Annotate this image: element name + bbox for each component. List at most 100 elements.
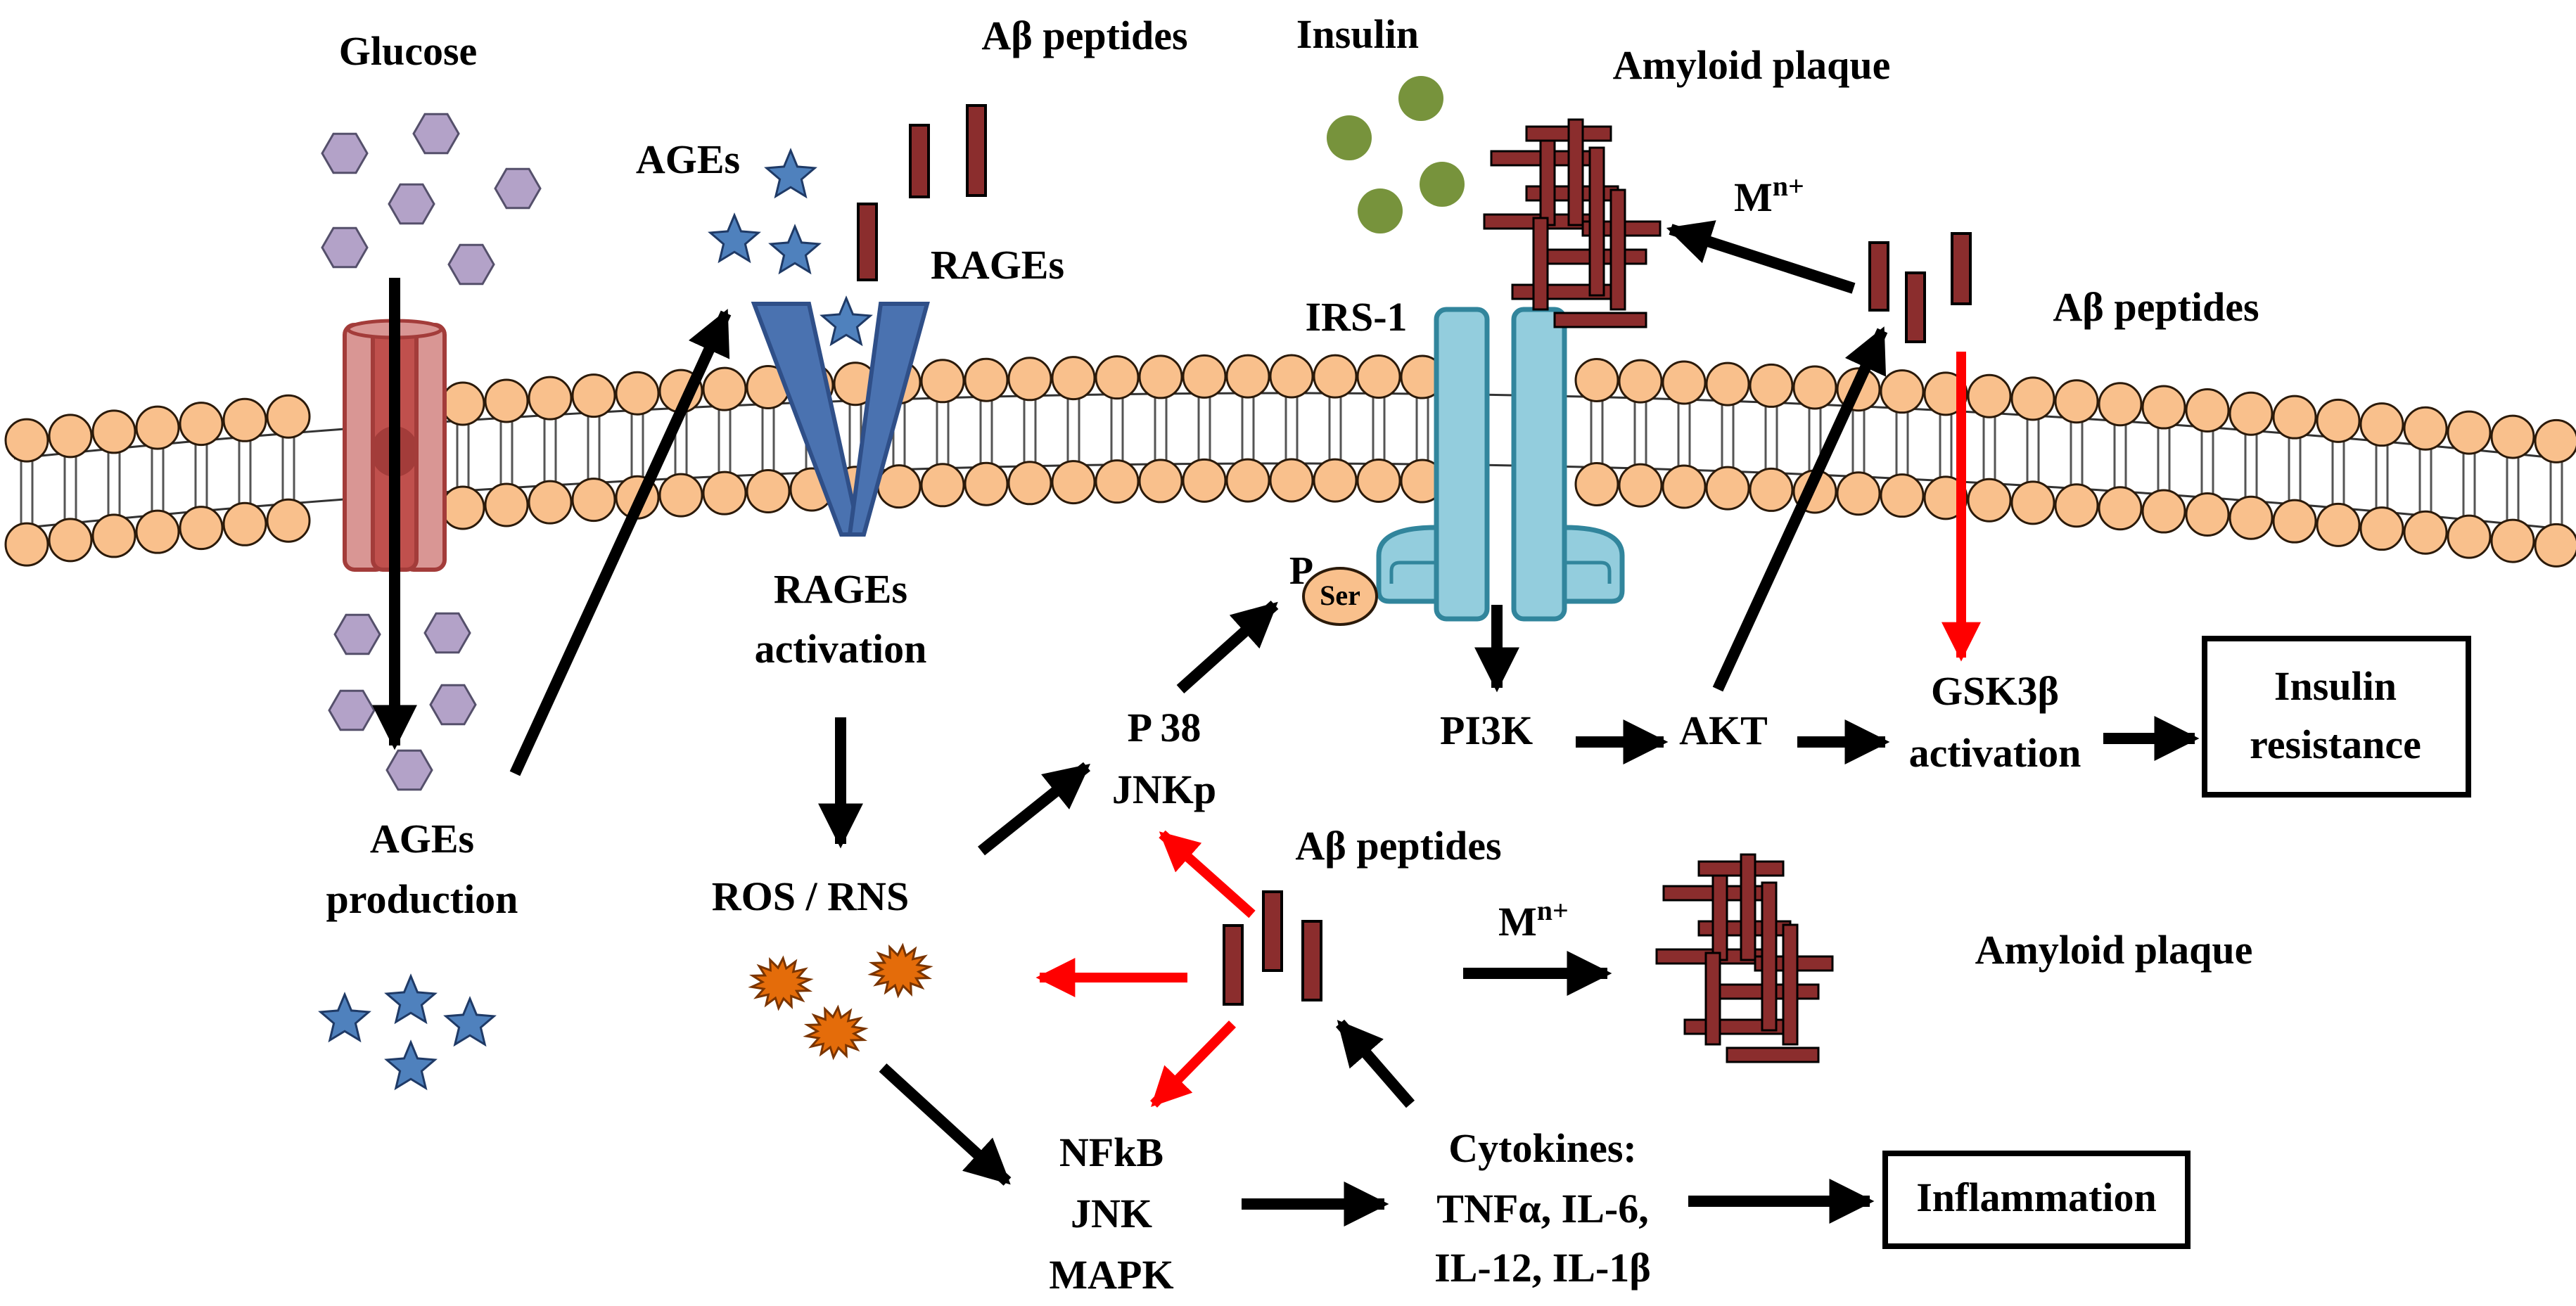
glucose-hexagon-icon <box>333 613 381 655</box>
lipid-head <box>1749 363 1794 408</box>
glucose-hexagon-icon <box>321 132 369 174</box>
lipid-head <box>266 498 311 543</box>
abeta-rod-icon <box>1262 890 1283 972</box>
plaque-brick <box>1567 118 1584 226</box>
lipid-head <box>222 501 267 546</box>
irs1-receptor-icon <box>1376 307 1625 622</box>
insulin-resistance-box <box>2202 636 2471 798</box>
lipid-head <box>1792 365 1837 410</box>
amyloid-plaque-top-icon <box>1483 118 1662 328</box>
cell-membrane <box>4 354 2576 568</box>
lipid-head <box>2447 514 2492 559</box>
lipid-head <box>746 468 791 513</box>
pi3k-label: PI3K <box>1440 708 1533 753</box>
lipid-head <box>1095 459 1140 504</box>
lipid-head <box>2403 406 2448 451</box>
arrow-akt-to-ab <box>1712 326 1888 692</box>
lipid-head <box>2185 388 2230 433</box>
plaque-brick <box>1609 188 1626 311</box>
labels: Glucose AGEs Aβ peptides RAGEs Insulin A… <box>326 11 2421 1298</box>
plaque-brick <box>1704 952 1721 1046</box>
ages-production-label-2: production <box>326 876 518 922</box>
inflammation-box <box>1882 1151 2191 1249</box>
ages-star-icon <box>764 148 817 199</box>
abeta-rod-icon <box>857 203 878 281</box>
ages-stars <box>318 148 873 1091</box>
lipid-head <box>2229 391 2274 436</box>
lipid-head <box>2054 483 2099 528</box>
abeta-rod-icon <box>1223 924 1244 1006</box>
cytokines-label-3: IL-12, IL-1β <box>1434 1245 1651 1291</box>
lipid-head <box>2272 499 2317 544</box>
lipid-head <box>91 409 136 454</box>
ages-star-icon <box>768 224 822 275</box>
ros-burst-icon <box>748 955 814 1011</box>
lipid-head <box>2534 523 2576 568</box>
jnk-label: JNK <box>1071 1191 1152 1236</box>
mn-mid-label: Mn+ <box>1498 895 1569 945</box>
lipid-head <box>1225 354 1270 399</box>
lipid-head <box>1269 354 1314 399</box>
lipid-head <box>964 461 1009 506</box>
lipid-head <box>1138 459 1183 504</box>
lipid-head <box>179 402 224 447</box>
glucose-hexagon-icon <box>321 226 369 269</box>
lipid-head <box>1313 354 1358 399</box>
arrow-ab-to-plaque-top <box>1666 220 1856 294</box>
lipid-head <box>2359 506 2404 551</box>
amyloid-top-label: Amyloid plaque <box>1613 42 1891 88</box>
ser-label: Ser <box>1320 580 1360 611</box>
lipid-head <box>135 509 180 554</box>
insulin-resistance-label-1: Insulin <box>2274 663 2397 709</box>
ab-top-label: Aβ peptides <box>981 13 1187 58</box>
lipid-head <box>2490 518 2535 563</box>
arrow-ros-to-p38 <box>978 762 1090 856</box>
lipid-head <box>1356 354 1401 399</box>
plaque-brick <box>1761 881 1778 1032</box>
lipid-head <box>222 397 267 442</box>
lipid-head <box>1574 357 1619 402</box>
insulin-molecules <box>1327 76 1465 233</box>
plaque-brick <box>1782 923 1799 1046</box>
lipid-head <box>1356 458 1401 503</box>
lipid-head <box>1051 356 1096 401</box>
lipid-heads-inner <box>4 458 2576 568</box>
plaque-brick <box>1539 139 1556 226</box>
lipid-head <box>2403 510 2448 555</box>
lipid-head <box>91 513 136 558</box>
lipid-head <box>528 376 573 421</box>
lipid-head <box>2447 410 2492 455</box>
rages-label: RAGEs <box>931 242 1064 288</box>
lipid-head <box>658 473 703 518</box>
amyloid-plaque-mid-icon <box>1655 853 1834 1063</box>
p38-label: P 38 <box>1128 705 1201 750</box>
ros-burst-icons <box>748 942 933 1061</box>
arrow-ab-to-nfkb-red <box>1150 1020 1236 1108</box>
lipid-head <box>1618 359 1663 404</box>
phospho-ser-badge: Ser P <box>1289 549 1378 626</box>
lipid-head <box>2098 486 2143 531</box>
gsk3b-label-1: GSK3β <box>1931 668 2059 714</box>
ages-star-icon <box>443 996 497 1047</box>
lipid-head <box>1836 471 1881 516</box>
glucose-hexagon-icon <box>423 612 471 654</box>
lipid-head <box>2054 379 2099 424</box>
glucose-hexagon-icon <box>494 167 542 210</box>
ages-star-icon <box>318 992 371 1043</box>
lipid-head <box>1225 458 1270 503</box>
lipid-head <box>2141 385 2186 430</box>
glucose-hexagon-icon <box>429 684 477 726</box>
abeta-peptide-rods <box>857 104 1972 1006</box>
akt-label: AKT <box>1679 708 1768 753</box>
lipid-head <box>2359 402 2404 447</box>
rage-receptor-icon <box>751 302 930 537</box>
insulin-resistance-label-2: resistance <box>2250 722 2421 767</box>
p-label: P <box>1289 549 1313 593</box>
ros-burst-icon <box>867 942 933 999</box>
lipid-head <box>1095 355 1140 400</box>
lipid-head <box>1705 361 1750 406</box>
lipid-head <box>4 418 49 463</box>
lipid-head <box>1051 460 1096 505</box>
lipid-head <box>266 394 311 439</box>
ages-star-icon <box>820 295 873 347</box>
